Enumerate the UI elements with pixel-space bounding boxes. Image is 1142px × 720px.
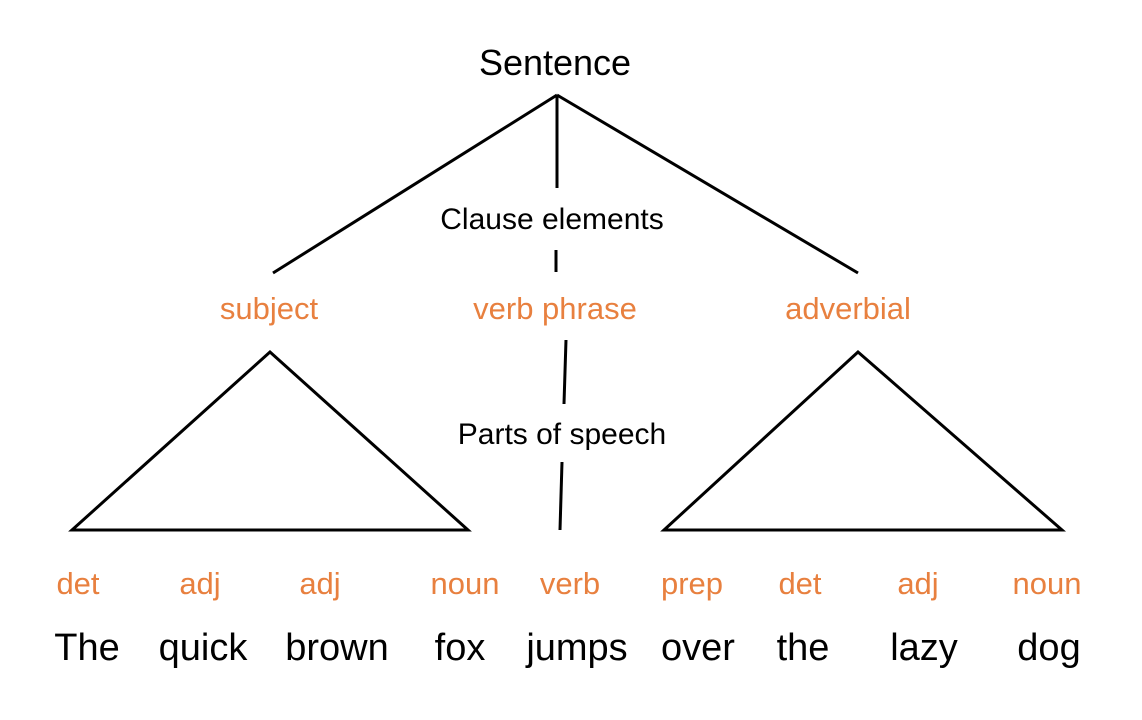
pos-tag: adj	[179, 566, 220, 601]
word: the	[777, 627, 830, 669]
subject-triangle	[68, 349, 472, 532]
pos-tag: det	[778, 566, 821, 601]
word: lazy	[890, 627, 958, 669]
pos-tag: noun	[1013, 566, 1082, 601]
pos-tag: verb	[540, 566, 600, 601]
clause-verb-phrase: verb phrase	[473, 291, 637, 326]
word: jumps	[525, 627, 627, 669]
pos-tag: det	[56, 566, 99, 601]
word: quick	[159, 627, 249, 669]
clause-subject: subject	[220, 291, 319, 326]
edge-verb-phrase-verb-lower	[558, 461, 564, 531]
adverbial-triangle	[660, 349, 1067, 532]
root-label: Sentence	[479, 42, 631, 83]
word: The	[54, 627, 119, 669]
parts-of-speech-label: Parts of speech	[458, 418, 666, 451]
clause-adverbial: adverbial	[785, 291, 911, 326]
word: over	[661, 627, 735, 669]
word: fox	[435, 627, 486, 669]
pos-tag: noun	[431, 566, 500, 601]
word: dog	[1017, 627, 1080, 669]
edge-sentence-adverbial	[556, 93, 859, 275]
pos-tag: adj	[897, 566, 938, 601]
pos-tag: adj	[299, 566, 340, 601]
word: brown	[285, 627, 389, 669]
clause-elements-label: Clause elements	[440, 203, 663, 236]
pos-tag: prep	[661, 566, 723, 601]
edge-sentence-subject	[272, 93, 558, 275]
edge-verb-phrase-verb-upper	[562, 339, 568, 405]
